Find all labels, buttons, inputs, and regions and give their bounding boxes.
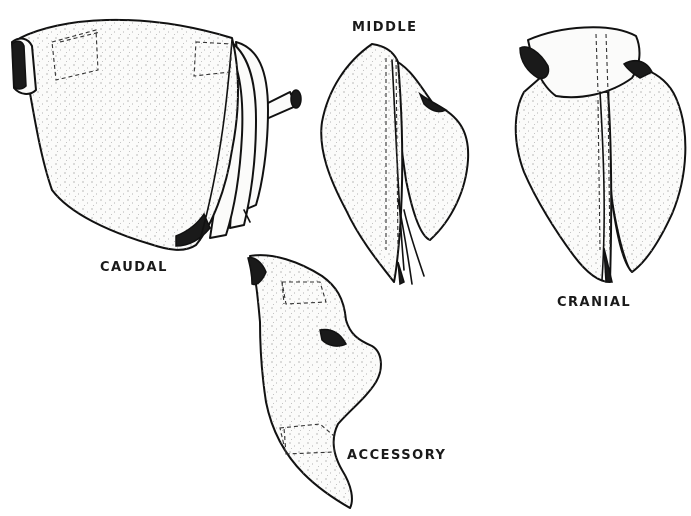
accessory-lobe-illustration [248,255,381,508]
accessory-lobe-label: ACCESSORY [347,448,446,463]
caudal-lobe-illustration [12,20,301,250]
cranial-lobe-label: CRANIAL [557,295,631,310]
caudal-lobe-label: CAUDAL [100,260,168,275]
cranial-lobe-illustration [516,27,686,282]
middle-lobe-illustration [321,44,468,284]
middle-lobe-label: MIDDLE [352,20,418,35]
